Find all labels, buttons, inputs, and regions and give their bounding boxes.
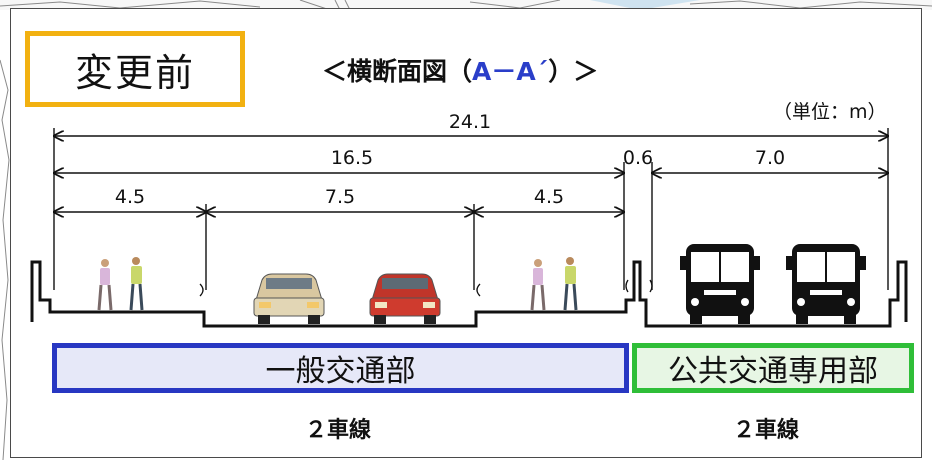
dim-general-label: 16.5 [331, 147, 373, 169]
pedestrians-left [97, 257, 144, 311]
dim-sidewalk-left-label: 4.5 [115, 186, 145, 208]
dim-separator-label: 0.6 [623, 147, 653, 169]
dim-roadway-label: 7.5 [325, 186, 355, 208]
public-lanes-label: ２車線 [733, 418, 800, 443]
car-icon [369, 273, 441, 324]
unit-label: （単位：m） [773, 101, 887, 123]
before-change-badge: 変更前 [25, 31, 245, 107]
bus-icon [680, 244, 760, 324]
badge-label: 変更前 [74, 50, 195, 95]
car-icon [253, 273, 325, 324]
general-traffic-label: 一般交通部 [265, 354, 416, 389]
page-title: ＜横断面図（A－A´）＞ [322, 52, 598, 88]
title-prefix: ＜横断面図（ [322, 57, 473, 86]
pedestrians-right [530, 257, 578, 311]
dim-public-label: 7.0 [755, 147, 785, 169]
public-transit-zone: 公共交通専用部 [632, 343, 914, 393]
curb-marks [199, 279, 653, 297]
general-lanes-label: ２車線 [305, 418, 372, 443]
public-transit-label: 公共交通専用部 [668, 354, 878, 389]
general-traffic-zone: 一般交通部 [52, 343, 629, 393]
dim-total-label: 24.1 [449, 111, 491, 133]
title-suffix: ）＞ [548, 57, 599, 86]
bus-icon [786, 244, 866, 324]
road-profile [30, 260, 908, 328]
title-section-ref: A－A´ [472, 57, 549, 86]
dim-sidewalk-right-label: 4.5 [534, 186, 564, 208]
